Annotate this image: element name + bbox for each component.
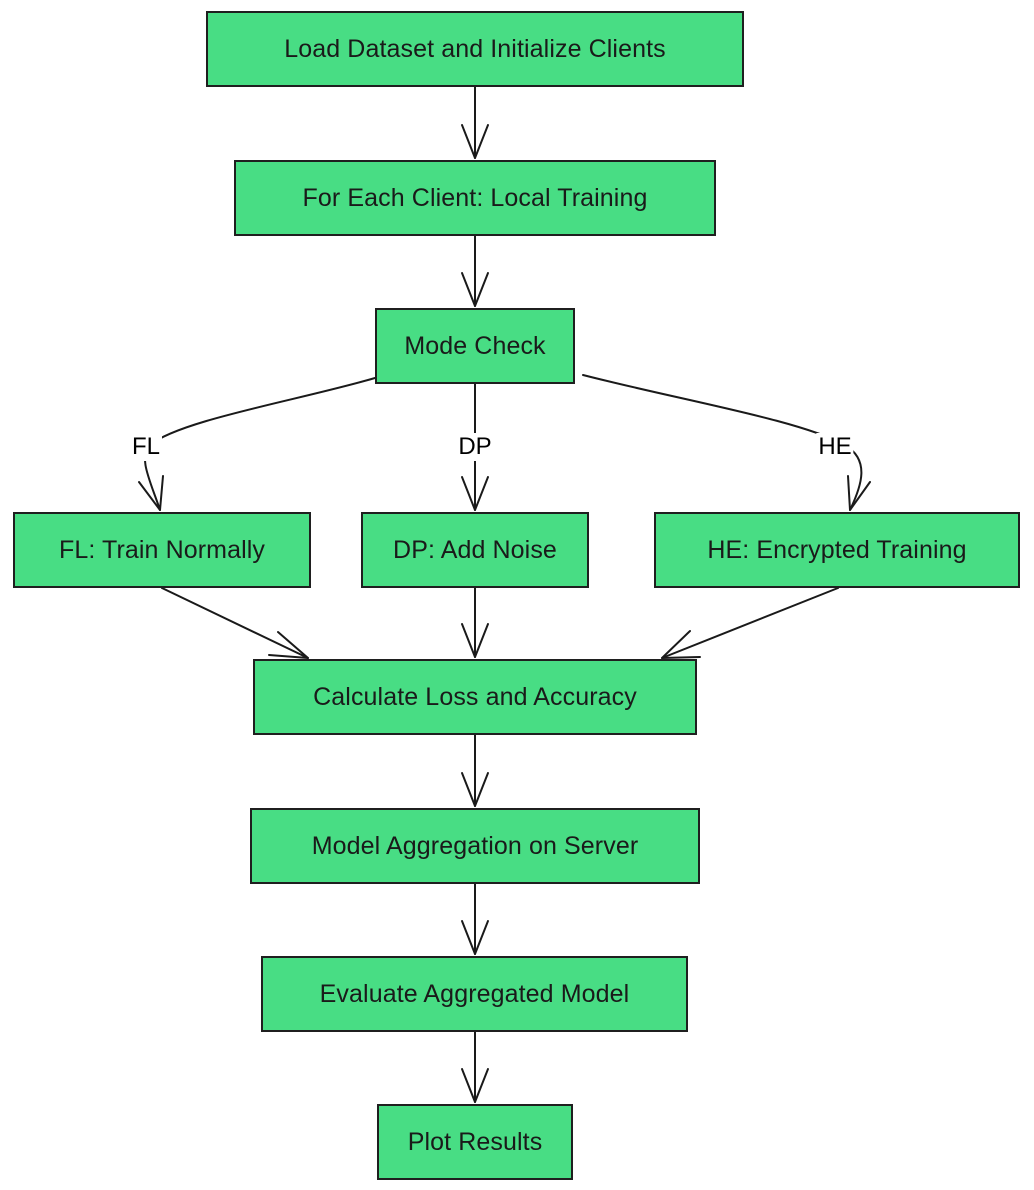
node-he-training-label: HE: Encrypted Training [707, 535, 967, 564]
node-local-training: For Each Client: Local Training [234, 160, 716, 236]
edge-label-fl: FL [129, 433, 163, 461]
edge-fl-to-calc [161, 587, 309, 659]
node-fl-train: FL: Train Normally [13, 512, 311, 588]
edge-label-he: HE [816, 433, 854, 461]
node-aggregation-label: Model Aggregation on Server [311, 831, 639, 860]
node-dp-noise: DP: Add Noise [361, 512, 589, 588]
edge-he-to-calc [661, 587, 839, 659]
node-plot-results-label: Plot Results [407, 1127, 543, 1156]
node-plot-results: Plot Results [377, 1104, 573, 1180]
node-load-dataset: Load Dataset and Initialize Clients [206, 11, 744, 87]
edge-calc-to-aggregation [461, 734, 489, 807]
edge-aggregation-to-evaluate [461, 883, 489, 955]
edge-dp-to-calc [461, 587, 489, 658]
edge-load-to-local-training [461, 86, 489, 159]
edge-evaluate-to-plot [461, 1031, 489, 1103]
edge-label-dp: DP [456, 433, 494, 461]
node-fl-train-label: FL: Train Normally [58, 535, 265, 564]
node-calc-loss-label: Calculate Loss and Accuracy [313, 682, 637, 711]
node-aggregation: Model Aggregation on Server [250, 808, 700, 884]
node-evaluate: Evaluate Aggregated Model [261, 956, 688, 1032]
node-local-training-label: For Each Client: Local Training [302, 183, 648, 212]
node-mode-check-label: Mode Check [404, 331, 546, 360]
node-mode-check: Mode Check [375, 308, 575, 384]
edge-mode-check-to-fl [138, 377, 376, 511]
node-dp-noise-label: DP: Add Noise [393, 535, 557, 564]
node-he-training: HE: Encrypted Training [654, 512, 1020, 588]
node-load-dataset-label: Load Dataset and Initialize Clients [284, 34, 666, 63]
node-evaluate-label: Evaluate Aggregated Model [319, 979, 630, 1008]
edge-local-training-to-mode-check [461, 235, 489, 307]
node-calc-loss: Calculate Loss and Accuracy [253, 659, 697, 735]
